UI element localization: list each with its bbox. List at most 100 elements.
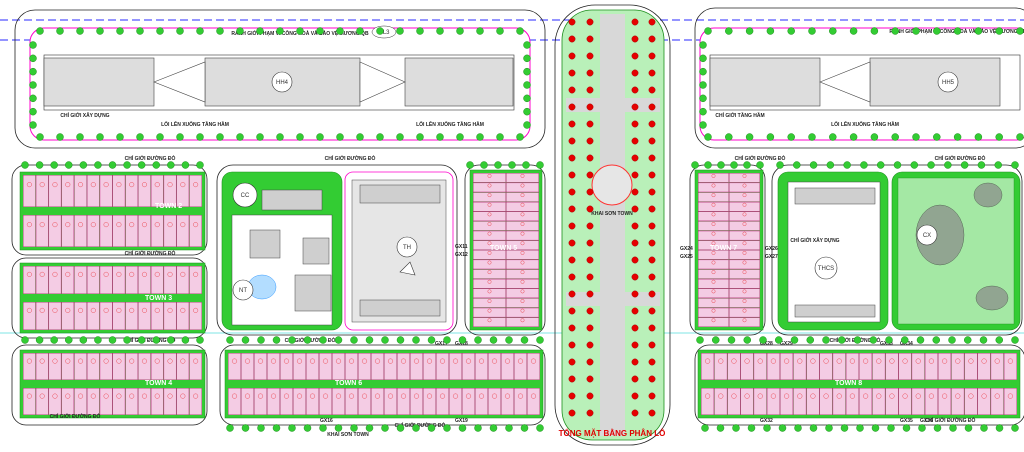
tree [436, 27, 444, 35]
tree [236, 27, 244, 35]
lot [23, 353, 36, 380]
tree [458, 336, 467, 344]
lot-marker [116, 271, 122, 277]
lot-marker [65, 222, 71, 228]
lot [163, 215, 177, 247]
tree [974, 27, 983, 35]
lot-marker [258, 393, 263, 399]
lot [938, 388, 952, 415]
lot-marker [65, 182, 71, 188]
tree [704, 161, 712, 169]
tree [65, 161, 73, 169]
lot [23, 266, 36, 294]
lot [872, 353, 886, 380]
tree [699, 81, 707, 89]
road-label-1: CHỈ GIỚI ĐƯỜNG ĐỎ [125, 154, 176, 162]
lot [358, 353, 371, 380]
lot-marker [520, 318, 525, 323]
lot [48, 388, 62, 415]
lot [241, 388, 254, 415]
lot-marker [52, 393, 58, 399]
lot-marker [167, 307, 173, 313]
lot [698, 230, 729, 241]
tree [699, 121, 707, 129]
lot-marker [440, 393, 445, 399]
tree [980, 424, 988, 432]
plaza-tree [631, 375, 639, 383]
lot [473, 221, 506, 231]
lot [125, 302, 138, 330]
lot [506, 202, 539, 212]
lot-marker [103, 307, 109, 313]
lot [61, 302, 74, 330]
tree [870, 27, 879, 35]
tree [276, 27, 284, 35]
plaza-tree [648, 120, 656, 128]
plaza-tree [648, 69, 656, 77]
tree [1011, 424, 1019, 432]
lot [475, 388, 488, 415]
lot [1003, 388, 1017, 415]
tree [241, 336, 250, 344]
lot-marker [154, 393, 160, 399]
lot [99, 266, 113, 294]
tree [436, 133, 444, 141]
tree [536, 424, 544, 432]
tree [523, 81, 531, 89]
lot-marker [103, 393, 109, 399]
lot [35, 353, 49, 380]
lot [473, 240, 506, 250]
cl3-label: CL3 [378, 30, 390, 36]
lot [1003, 353, 1017, 380]
plaza-tree [568, 290, 576, 298]
plaza-tree [648, 188, 656, 196]
lot-marker [492, 358, 497, 364]
lot-marker [797, 358, 803, 364]
tree [480, 161, 488, 169]
lot-marker [742, 318, 747, 323]
lot-marker [742, 212, 747, 217]
tree [933, 133, 941, 141]
lot-marker [271, 358, 276, 364]
lot-marker [520, 202, 525, 207]
tree [356, 27, 364, 35]
tree [806, 336, 814, 344]
lot-marker [711, 270, 716, 275]
lot-marker [310, 358, 315, 364]
lot-marker [711, 318, 716, 323]
tree [123, 336, 131, 344]
plaza-tree [586, 103, 594, 111]
plaza-tree [586, 358, 594, 366]
lot [138, 388, 151, 415]
th-label: TH [403, 245, 411, 251]
tree [912, 27, 920, 35]
tree [523, 54, 531, 63]
lot-marker [65, 271, 71, 277]
lot-marker [742, 174, 747, 178]
lot-marker [742, 270, 747, 275]
tree [944, 161, 952, 169]
plaza-tree [648, 154, 656, 162]
lot [293, 353, 306, 380]
lot-marker [90, 222, 96, 228]
lot-marker [520, 193, 525, 198]
lot-marker [78, 182, 83, 188]
tree [152, 336, 160, 344]
lot [729, 192, 760, 202]
lot [819, 353, 833, 380]
plaza-tree [586, 86, 594, 94]
tree [396, 133, 404, 141]
tree [36, 27, 44, 35]
lot-marker [994, 358, 1000, 364]
plaza-tree [568, 52, 576, 60]
lot [698, 259, 729, 270]
lot [806, 353, 820, 380]
lot [48, 175, 62, 207]
lot [189, 215, 202, 247]
plaza-tree [586, 52, 594, 60]
lot [488, 353, 501, 380]
lot [397, 353, 410, 380]
plaza-tree [568, 222, 576, 230]
lot-marker [297, 358, 302, 364]
lot [189, 353, 202, 380]
